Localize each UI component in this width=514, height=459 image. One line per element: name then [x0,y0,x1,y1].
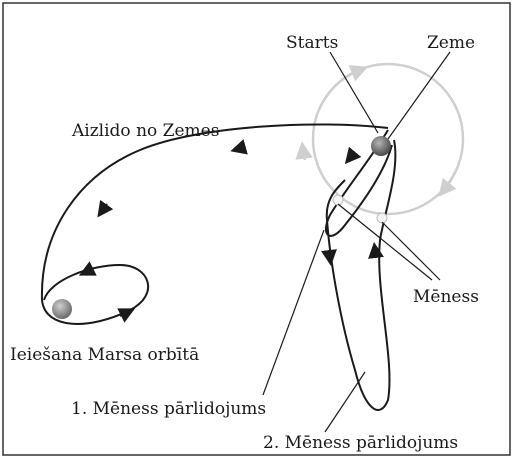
moon-icon-2 [377,213,387,223]
label-moon: Mēness [413,287,479,307]
outer-loop-arrow-up [375,250,376,258]
departure-trajectory [42,124,388,300]
second-flyby-loop [327,140,396,410]
figure-frame [3,3,510,455]
label-first-lunar-flyby: 1. Mēness pārlidojums [71,399,266,419]
inner-loop-arrow [350,152,355,158]
label-launch: Starts [286,33,338,53]
label-mars-orbit-insertion: Ieiešana Marsa orbītā [10,345,199,365]
outer-loop-arrow-down [329,250,330,258]
label-depart-earth: Aizlido no Zemes [71,121,219,141]
moon-icon-1 [333,195,343,205]
label-earth: Zeme [427,33,475,53]
departure-arrow-1 [238,147,245,149]
departure-arrow-2 [102,204,107,211]
label-second-lunar-flyby: 2. Mēness pārlidojums [263,433,458,453]
mars-icon [52,299,72,319]
